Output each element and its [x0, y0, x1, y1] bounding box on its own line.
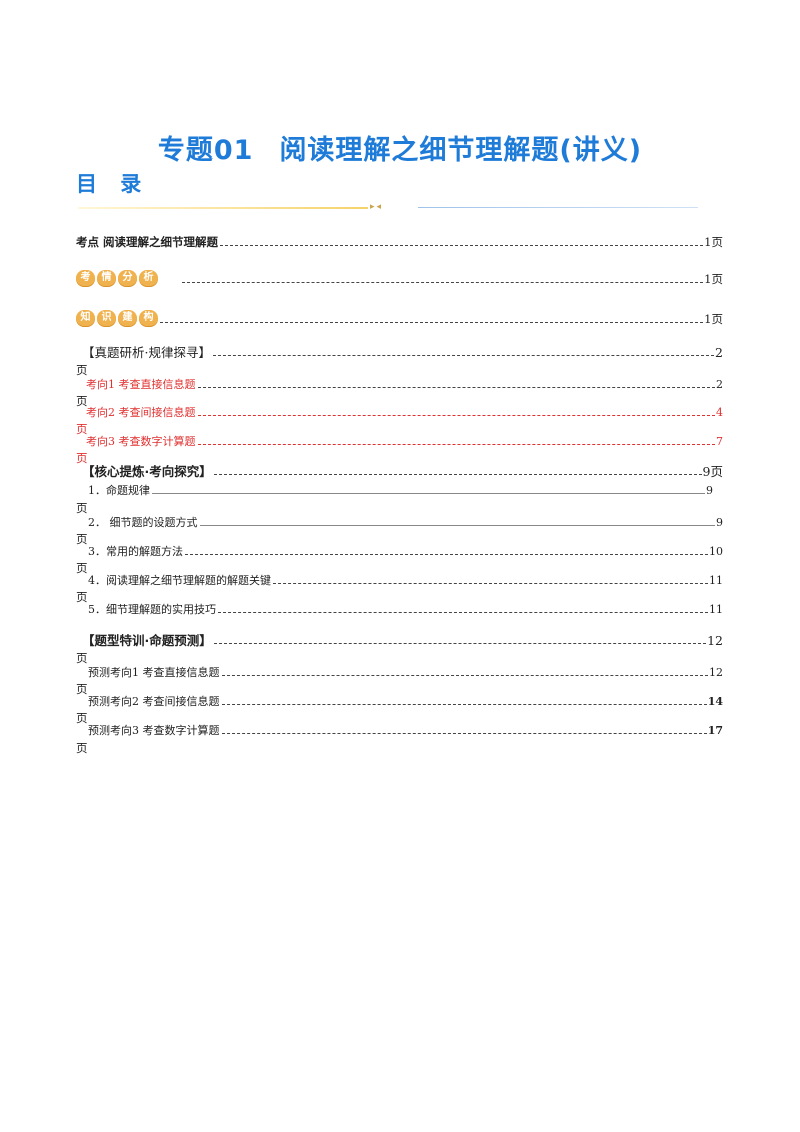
toc-leader	[160, 321, 704, 323]
toc-entry-yuce2[interactable]: 预测考向2 考查间接信息题 14	[76, 695, 723, 708]
toc-entry-kaoxiang3[interactable]: 考向3 考查数字计算题 7	[76, 435, 723, 448]
divider-left	[78, 207, 368, 209]
toc-entry-label: 考向3 考查数字计算题	[86, 435, 196, 448]
toc-page-number: 1页	[704, 272, 723, 286]
divider-ornament-icon: ▸◂	[370, 202, 384, 212]
title-part1: 专题01	[157, 135, 254, 166]
toc-entry-h2[interactable]: 2． 细节题的设题方式 9	[76, 516, 723, 529]
toc-leader	[212, 354, 715, 356]
toc-leader	[220, 244, 704, 246]
toc-entry-kaoxiang2[interactable]: 考向2 考查间接信息题 4	[76, 406, 723, 419]
toc-wrap-ye: 页	[76, 532, 88, 546]
toc-page-number: 12	[709, 666, 723, 679]
toc-entry-kaoxiang1[interactable]: 考向1 考查直接信息题 2	[76, 378, 723, 391]
toc-wrap-ye: 页	[76, 682, 88, 696]
toc-leader	[199, 524, 715, 526]
document-title: 专题01 阅读理解之细节理解题(讲义)	[0, 128, 800, 167]
toc-entry-label: 1．命题规律	[88, 484, 150, 497]
toc-wrap-ye: 页	[76, 394, 88, 408]
title-part2: 阅读理解之细节理解题(讲义)	[279, 135, 643, 166]
toc-entry-h4[interactable]: 4．阅读理解之细节理解题的解题关键 11	[76, 574, 723, 587]
toc-page-number: 1页	[704, 312, 723, 326]
zhishi-badge: 知 识 建 构	[76, 310, 158, 326]
toc-wrap-ye: 页	[76, 451, 88, 465]
toc-page-number: 11	[709, 574, 723, 587]
badge-char: 考	[76, 270, 95, 286]
toc-entry-label: 考点 阅读理解之细节理解题	[76, 235, 219, 249]
toc-page-number: 12	[707, 633, 723, 648]
toc-entry-h5[interactable]: 5．细节理解题的实用技巧 11	[76, 603, 723, 616]
toc-entry-label: 考向2 考查间接信息题	[86, 406, 196, 419]
toc-entry-hexin[interactable]: 【核心提炼·考向探究】 9页	[76, 465, 723, 478]
badge-char: 情	[97, 270, 116, 286]
toc-leader	[273, 582, 708, 584]
toc-leader	[221, 703, 707, 705]
toc-page-number: 14	[707, 695, 723, 708]
toc-entry-label: 2． 细节题的设题方式	[88, 516, 198, 529]
toc-wrap-ye: 页	[76, 711, 88, 725]
toc-wrap-ye: 页	[76, 651, 88, 665]
toc-wrap-ye: 页	[76, 590, 88, 604]
toc-entry-label: 【核心提炼·考向探究】	[82, 464, 212, 479]
toc-heading: 目 录	[76, 172, 150, 196]
badge-char: 分	[118, 270, 137, 286]
toc-wrap-ye: 页	[76, 422, 88, 436]
toc-page-number: 10	[709, 545, 723, 558]
toc-leader	[221, 674, 708, 676]
toc-leader	[213, 473, 702, 475]
toc-leader	[197, 386, 715, 388]
toc-page-number: 17	[707, 724, 723, 737]
toc-entry-h1[interactable]: 1．命题规律 9	[76, 484, 713, 497]
toc-entry-label: 预测考向1 考查直接信息题	[88, 666, 220, 679]
toc-leader	[197, 414, 715, 416]
toc-page-number: 2	[716, 378, 723, 391]
toc-entry-h3[interactable]: 3．常用的解题方法 10	[76, 545, 723, 558]
toc-page-number: 9页	[702, 464, 723, 479]
kaoqing-badge: 考 情 分 析	[76, 270, 158, 286]
toc-entry-label: 4．阅读理解之细节理解题的解题关键	[88, 574, 271, 587]
toc-page-number: 9	[716, 516, 723, 529]
divider-right	[418, 207, 698, 208]
toc-entry-tixing[interactable]: 【题型特训·命题预测】 12	[76, 634, 723, 647]
toc-entry-label: 【题型特训·命题预测】	[82, 633, 212, 648]
toc-entry-zhenti[interactable]: 【真题研析·规律探寻】 2	[76, 346, 723, 359]
toc-entry-label: 【真题研析·规律探寻】	[82, 345, 211, 360]
badge-char: 知	[76, 310, 95, 326]
toc-entry-yuce3[interactable]: 预测考向3 考查数字计算题 17	[76, 724, 723, 737]
toc-leader	[197, 443, 715, 445]
toc-entry-label: 5．细节理解题的实用技巧	[88, 603, 216, 616]
toc-leader	[218, 611, 708, 613]
toc-entry-kaoqing[interactable]: 考 情 分 析 1页	[76, 270, 723, 286]
toc-wrap-ye: 页	[76, 561, 88, 575]
toc-entry-label: 3．常用的解题方法	[88, 545, 183, 558]
badge-char: 识	[97, 310, 116, 326]
toc-page-number: 9	[706, 484, 713, 497]
toc-leader	[213, 642, 707, 644]
toc-leader	[182, 281, 704, 283]
toc-wrap-ye: 页	[76, 363, 88, 377]
toc-leader	[152, 492, 705, 494]
badge-char: 建	[118, 310, 137, 326]
badge-char: 析	[139, 270, 158, 286]
toc-page-number: 2	[715, 345, 723, 360]
toc-leader	[185, 553, 708, 555]
toc-leader	[221, 732, 707, 734]
toc-entry-label: 考向1 考查直接信息题	[86, 378, 196, 391]
toc-wrap-ye: 页	[76, 501, 88, 515]
toc-entry-label: 预测考向3 考查数字计算题	[88, 724, 220, 737]
toc-entry-kaodian[interactable]: 考点 阅读理解之细节理解题 1页	[76, 236, 723, 249]
toc-wrap-ye: 页	[76, 741, 88, 755]
toc-page-number: 1页	[704, 235, 723, 249]
toc-page-number: 11	[709, 603, 723, 616]
toc-entry-label: 预测考向2 考查间接信息题	[88, 695, 220, 708]
toc-page-number: 7	[716, 435, 723, 448]
toc-page-number: 4	[716, 406, 723, 419]
toc-entry-yuce1[interactable]: 预测考向1 考查直接信息题 12	[76, 666, 723, 679]
toc-entry-zhishi[interactable]: 知 识 建 构 1页	[76, 310, 723, 326]
badge-char: 构	[139, 310, 158, 326]
